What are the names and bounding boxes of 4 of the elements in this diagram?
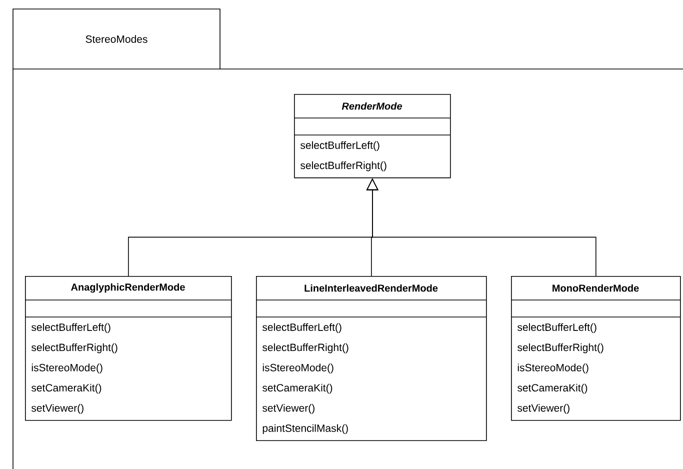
class-box: LineInterleavedRenderMode selectBufferLeft() selectBufferRight() isStereoMode() setCameraKit() setViewer() paintStencilMask(): [256, 276, 487, 441]
class-box: AnaglyphicRenderMode selectBufferLeft() selectBufferRight() isStereoMode() setCameraKit() setViewer(): [24, 276, 232, 421]
class-box: MonoRenderMode selectBufferLeft() selectBufferRight() isStereoMode() setCameraKit() setViewer(): [510, 276, 681, 421]
class-box: RenderMode selectBufferLeft() selectBufferRight(): [294, 94, 451, 178]
